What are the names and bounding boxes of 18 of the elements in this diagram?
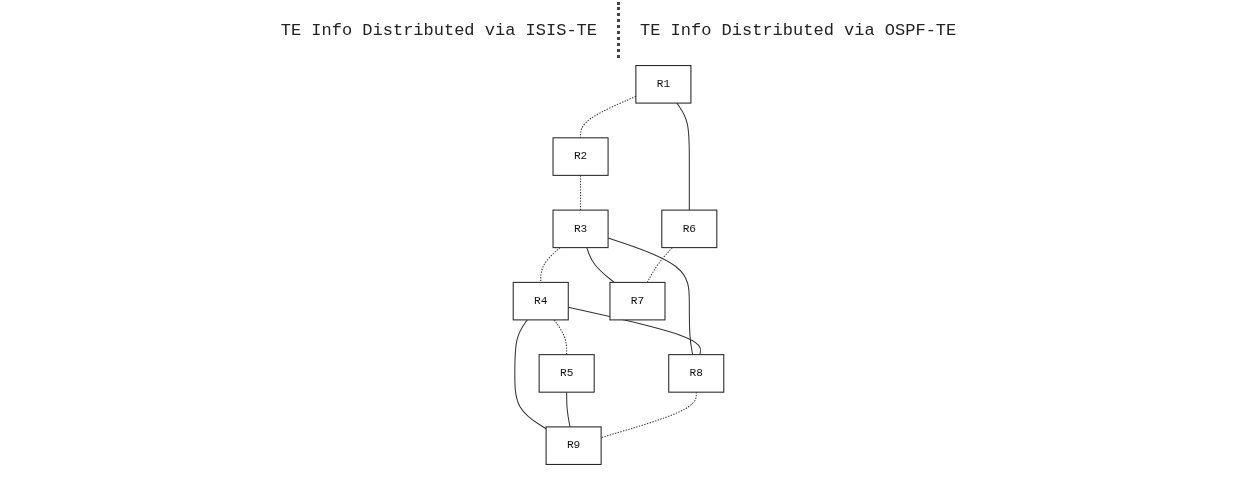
connector [514,319,547,430]
connector [540,247,561,283]
region-label: TE Info Distributed via ISIS-TE [279,20,598,40]
node-box: R6 [661,209,718,249]
node-box: R1 [635,65,692,104]
node-box: R3 [552,209,609,249]
connector [586,247,615,283]
connector [607,237,694,356]
node-box: R4 [512,281,569,321]
connector [676,102,690,211]
node-box: R5 [538,354,595,393]
node-box: R2 [552,137,609,176]
region-label: TE Info Distributed via OSPF-TE [639,20,958,40]
node-box: R7 [609,281,666,321]
node-box: R8 [668,354,725,393]
connector [646,247,673,283]
connector [566,391,571,428]
node-box: R9 [545,426,602,465]
